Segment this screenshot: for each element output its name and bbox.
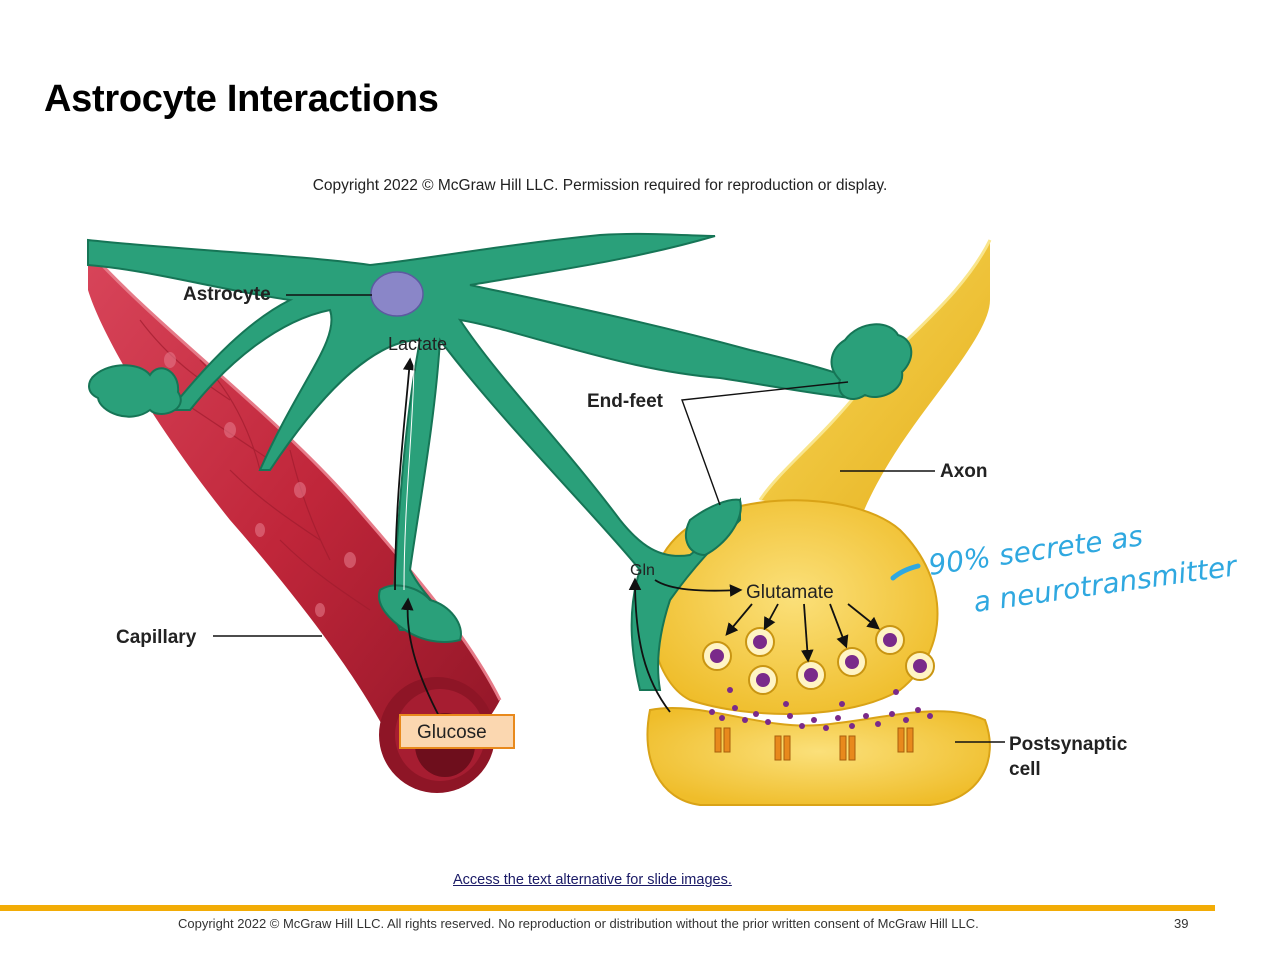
label-astrocyte: Astrocyte: [183, 284, 271, 305]
receptors: [714, 727, 914, 761]
glucose-box: [399, 714, 515, 749]
label-postsynaptic: Postsynaptic: [1009, 734, 1128, 755]
leader-lines: [213, 294, 1005, 743]
label-cell: cell: [1009, 759, 1041, 780]
text-alternative-link[interactable]: Access the text alternative for slide im…: [453, 872, 732, 888]
footer-bar: [0, 905, 1215, 911]
label-glutamate: Glutamate: [746, 582, 834, 603]
astrocyte-cell: [87, 232, 913, 691]
page-number: 39: [1174, 916, 1189, 931]
label-glucose: Glucose: [417, 722, 487, 743]
handwritten-annotation: 90% secrete as a neurotransmitter: [890, 519, 1240, 619]
astrocyte-nucleus: [370, 271, 424, 317]
label-gln: Gln: [630, 562, 655, 579]
figure-copyright: Copyright 2022 © McGraw Hill LLC. Permis…: [312, 177, 888, 194]
label-lactate: Lactate: [388, 334, 447, 354]
label-axon: Axon: [940, 461, 988, 482]
label-capillary: Capillary: [116, 627, 197, 648]
slide-title: Astrocyte Interactions: [44, 78, 439, 120]
postsynaptic-cell: [646, 706, 991, 806]
footer-copyright: Copyright 2022 © McGraw Hill LLC. All ri…: [178, 916, 979, 931]
synaptic-vesicles: [702, 625, 935, 731]
pathway-arrows: [394, 357, 880, 719]
label-end-feet: End-feet: [587, 391, 664, 412]
